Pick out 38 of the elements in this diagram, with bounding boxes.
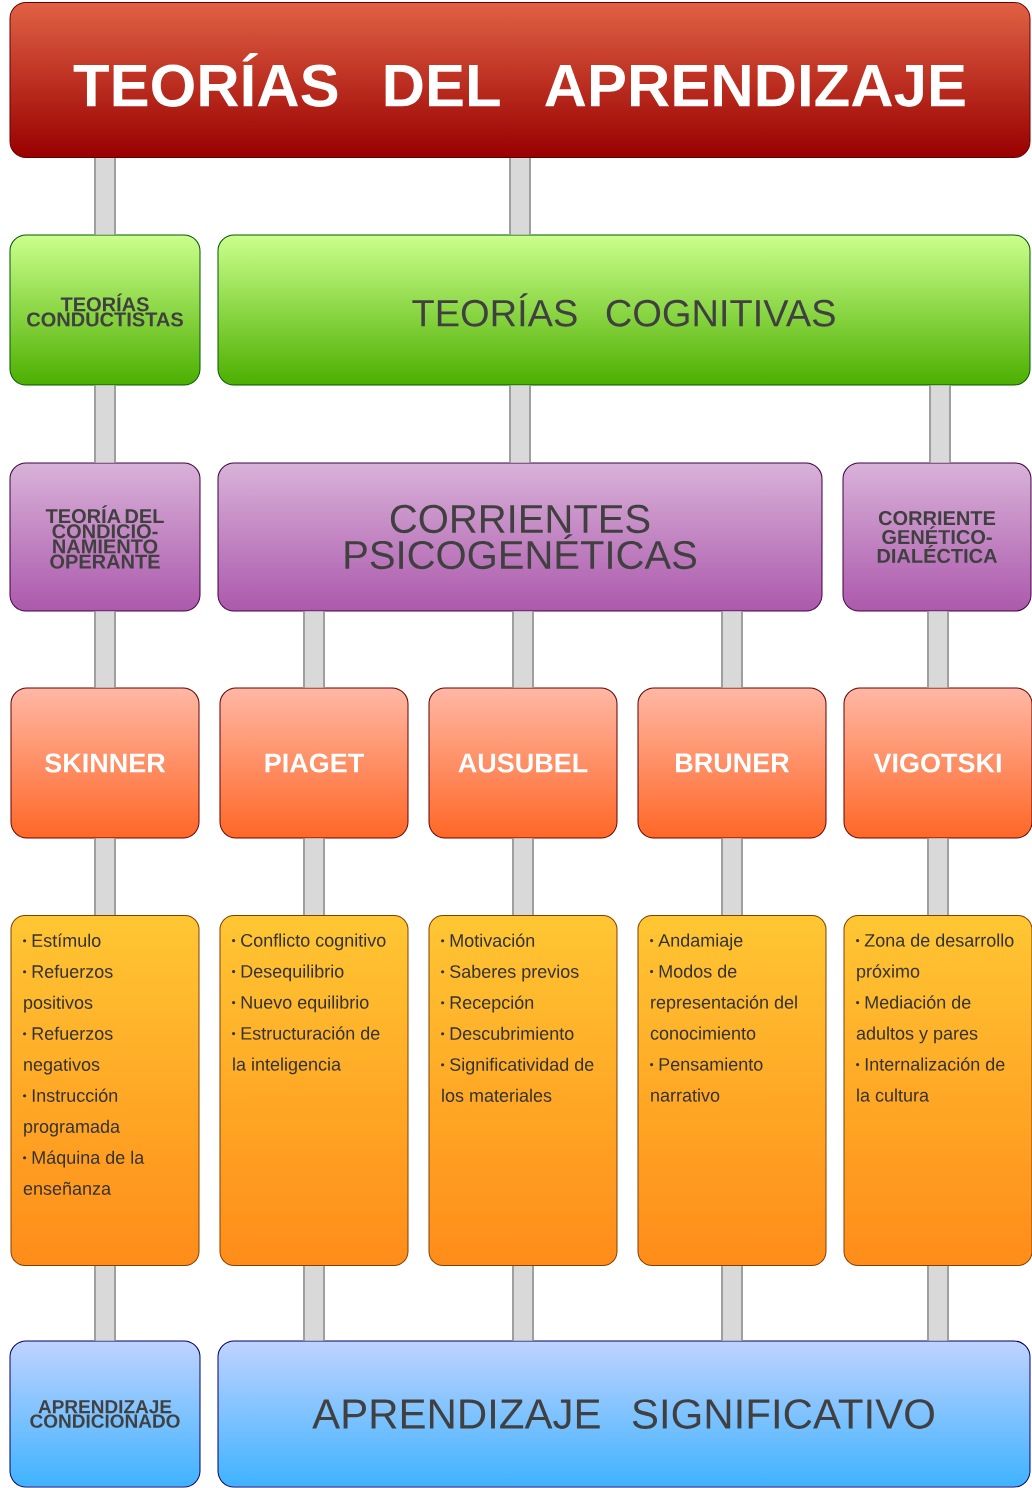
author-box: AUSUBEL	[428, 687, 618, 839]
category-box: TEORÍAS COGNITIVAS	[217, 234, 1031, 386]
connector-bar	[509, 385, 531, 463]
current-box: CORRIENTES PSICOGENÉTICAS	[217, 462, 823, 612]
connector-bar	[721, 838, 743, 915]
connector-bar	[94, 385, 116, 463]
current-box: TEORÍA DEL CONDICIO-NAMIENTO OPERANTE	[9, 462, 201, 612]
connector-bar	[927, 1266, 949, 1341]
author-box: SKINNER	[10, 687, 200, 839]
bullet-list-box: Andamiaje Modos de representación del conocimiento Pensamiento narrativo	[637, 915, 827, 1266]
bullet-list-box: Conflicto cognitivo Desequilibrio Nuevo equilibrio Estructuración de la inteligencia	[219, 915, 409, 1266]
connector-bar	[94, 611, 116, 688]
outcome-box: APRENDIZAJE SIGNIFICATIVO	[217, 1340, 1031, 1488]
title-banner: TEORÍAS DEL APRENDIZAJE	[9, 2, 1031, 158]
connector-bar	[512, 611, 534, 688]
connector-bar	[303, 838, 325, 915]
connector-bar	[512, 838, 534, 915]
connector-bar	[94, 1266, 116, 1341]
connector-bar	[94, 838, 116, 915]
connector-bar	[721, 1266, 743, 1341]
outcome-box: APRENDIZAJE CONDICIONADO	[9, 1340, 201, 1488]
connector-bar	[303, 611, 325, 688]
bullet-list-box: Zona de desarrollo próximo Mediación de adultos y pares Internalización de la cultura	[843, 915, 1032, 1266]
author-box: VIGOTSKI	[843, 687, 1032, 839]
connector-bar	[303, 1266, 325, 1341]
connector-bar	[512, 1266, 534, 1341]
connector-bar	[94, 158, 116, 235]
connector-bar	[929, 385, 951, 463]
connector-bar	[509, 158, 531, 235]
bullet-list-box: Motivación Saberes previos Recepción Descubrimiento Significatividad de los materiales	[428, 915, 618, 1266]
current-box: CORRIENTE GENÉTICO-DIALÉCTICA	[842, 462, 1032, 612]
author-box: BRUNER	[637, 687, 827, 839]
connector-bar	[721, 611, 743, 688]
connector-bar	[927, 838, 949, 915]
connector-bar	[927, 611, 949, 688]
category-box: TEORÍAS CONDUCTISTAS	[9, 234, 201, 386]
author-box: PIAGET	[219, 687, 409, 839]
bullet-list-box: Estímulo Refuerzos positivos Refuerzos negativos Instrucción programada Máquina de la enseñanza	[10, 915, 200, 1266]
